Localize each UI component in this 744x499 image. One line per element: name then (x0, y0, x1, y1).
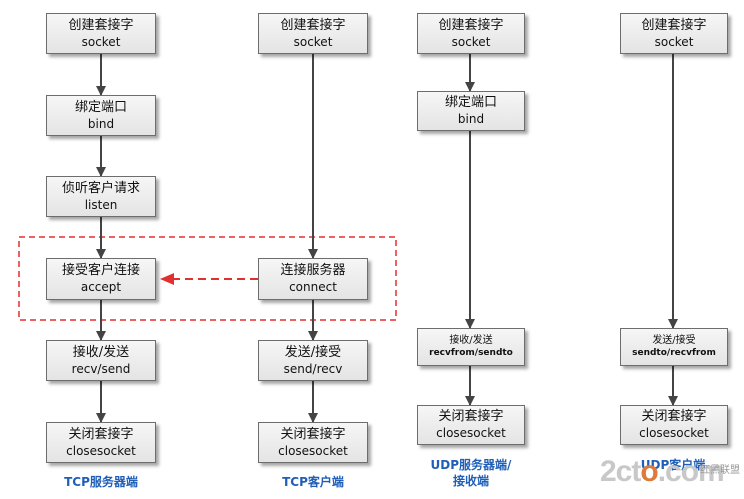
tcp-client-close-box: 关闭套接字 closesocket (258, 422, 368, 463)
box-cn-label: 发送/接受 (652, 335, 696, 346)
tcp-client-caption: TCP客户端 (282, 475, 344, 489)
box-cn-label: 绑定端口 (74, 99, 127, 115)
tcp-server-listen-box: 侦听客户请求 listen (46, 176, 156, 217)
watermark-logo: 2cto.com 红黑联盟 (600, 455, 740, 495)
box-cn-label: 接受客户连接 (61, 263, 140, 278)
box-cn-label: 关闭套接字 (68, 426, 134, 442)
box-en-label: connect (289, 280, 337, 294)
box-en-label: closesocket (436, 426, 506, 440)
box-en-label: socket (654, 34, 694, 49)
box-cn-label: 创建套接字 (641, 17, 707, 33)
box-cn-label: 侦听客户请求 (61, 180, 140, 196)
box-en-label: sendto/recvfrom (632, 348, 716, 358)
box-cn-label: 关闭套接字 (641, 409, 707, 424)
box-en-label: bind (87, 116, 115, 131)
udp-server-bind-box: 绑定端口 bind (417, 91, 525, 131)
box-cn-label: 创建套接字 (280, 17, 346, 33)
box-en-label: closesocket (278, 443, 348, 458)
tcp-server-io-box: 接收/发送 recv/send (46, 340, 156, 381)
udp-client-caption: UDP客户端 (640, 458, 706, 472)
box-en-label: listen (84, 197, 118, 212)
udp-server-caption-line1: UDP服务器端/ (430, 458, 512, 472)
box-en-label: recvfrom/sendto (429, 348, 513, 358)
tcp-server-bind-box: 绑定端口 bind (46, 95, 156, 136)
udp-server-io-box: 接收/发送 recvfrom/sendto (417, 328, 525, 366)
udp-server-close-box: 关闭套接字 closesocket (417, 405, 525, 445)
box-cn-label: 接收/发送 (449, 335, 493, 346)
box-cn-label: 创建套接字 (68, 17, 134, 33)
box-en-label: bind (457, 112, 485, 126)
tcp-client-connect-box: 连接服务器 connect (258, 258, 368, 300)
box-en-label: closesocket (66, 443, 136, 458)
box-en-label: closesocket (639, 426, 709, 440)
box-cn-label: 发送/接受 (284, 344, 342, 360)
udp-server-caption-line2: 接收端 (452, 474, 489, 488)
tcp-client-io-box: 发送/接受 send/recv (258, 340, 368, 381)
box-en-label: send/recv (283, 361, 343, 376)
watermark-prefix: 2ct (600, 455, 641, 488)
box-cn-label: 关闭套接字 (280, 426, 346, 442)
box-cn-label: 关闭套接字 (438, 409, 504, 424)
udp-server-caption: UDP服务器端/ 接收端 (410, 457, 532, 489)
udp-client-socket-box: 创建套接字 socket (620, 13, 728, 54)
watermark-text: 2cto.com (600, 455, 725, 489)
udp-server-socket-box: 创建套接字 socket (417, 13, 525, 54)
box-cn-label: 连接服务器 (280, 263, 346, 278)
watermark-subtext: 红黑联盟 (700, 465, 740, 476)
watermark-o: o (640, 455, 658, 488)
box-cn-label: 绑定端口 (444, 95, 497, 110)
udp-client-close-box: 关闭套接字 closesocket (620, 405, 728, 445)
tcp-server-caption: TCP服务器端 (64, 475, 138, 489)
box-en-label: recv/send (71, 361, 131, 376)
box-en-label: socket (293, 34, 333, 49)
watermark-suffix: .com (657, 455, 725, 488)
tcp-client-socket-box: 创建套接字 socket (258, 13, 368, 54)
tcp-server-close-box: 关闭套接字 closesocket (46, 422, 156, 463)
tcp-server-accept-box: 接受客户连接 accept (46, 258, 156, 300)
box-en-label: socket (81, 34, 121, 49)
box-cn-label: 创建套接字 (438, 17, 504, 33)
box-en-label: socket (451, 34, 491, 49)
box-cn-label: 接收/发送 (72, 344, 130, 360)
udp-client-io-box: 发送/接受 sendto/recvfrom (620, 328, 728, 366)
box-en-label: accept (80, 280, 122, 294)
tcp-server-socket-box: 创建套接字 socket (46, 13, 156, 54)
